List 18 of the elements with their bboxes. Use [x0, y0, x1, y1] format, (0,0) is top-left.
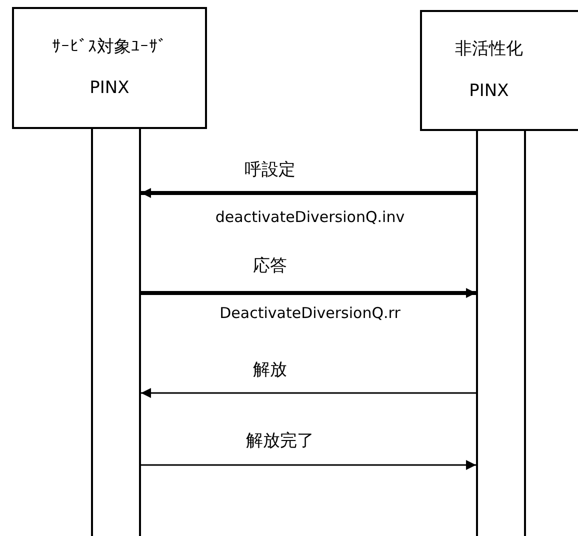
- arrow: [141, 288, 476, 298]
- lifeline: [139, 129, 141, 536]
- entity-name: PINX: [90, 78, 130, 100]
- entity-box: [12, 7, 207, 129]
- arrow: [141, 188, 476, 198]
- entity-name: PINX: [469, 80, 509, 102]
- message-name: deactivateDiversionQ.inv: [214, 208, 406, 227]
- message-name: DeactivateDiversionQ.rr: [218, 304, 402, 323]
- entity-name: ｻｰﾋﾞｽ対象ﾕｰｻﾞ: [52, 36, 167, 58]
- edge-label: 応答: [252, 256, 288, 278]
- lifeline: [476, 131, 478, 536]
- entity-box: [420, 10, 578, 131]
- arrow: [141, 460, 476, 470]
- entity-name: 非活性化: [455, 39, 523, 60]
- edge-label: 解放完了: [245, 431, 315, 452]
- edge-label: 呼設定: [244, 160, 296, 182]
- edge-label: 解放: [252, 360, 288, 382]
- arrow: [141, 388, 476, 398]
